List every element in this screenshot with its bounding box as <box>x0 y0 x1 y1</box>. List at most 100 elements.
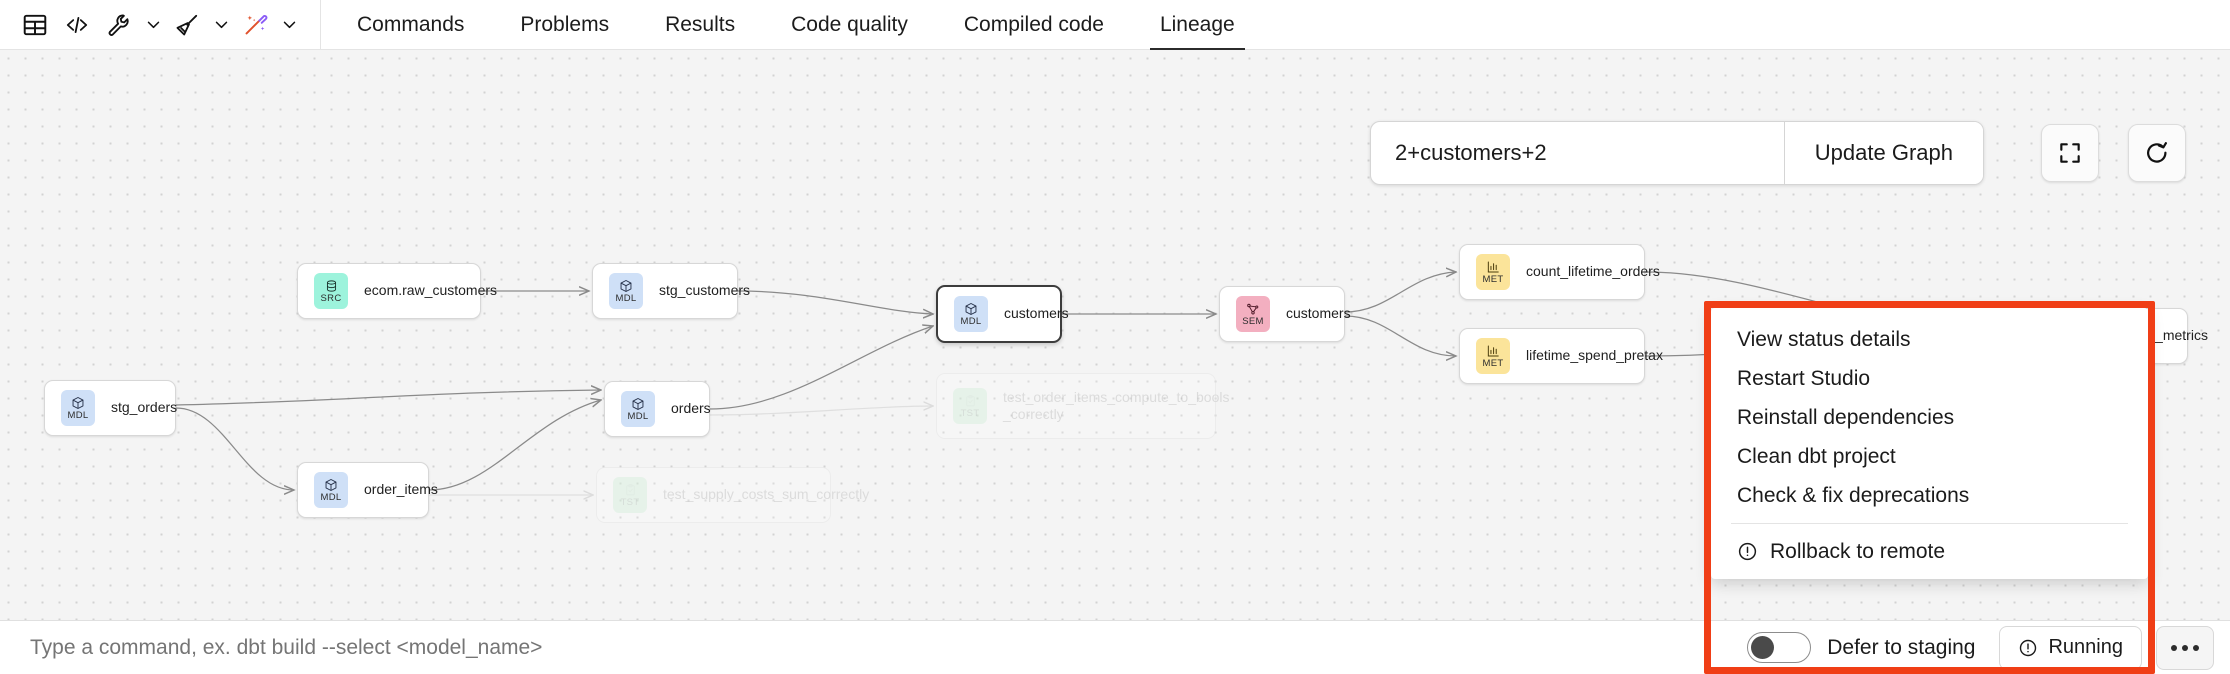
command-input[interactable] <box>0 635 1748 660</box>
tools-caret-button[interactable] <box>140 4 166 46</box>
node-label: ecom.raw_customers <box>364 282 498 299</box>
menu-item-label: Reinstall dependencies <box>1737 405 1955 429</box>
tab-commands[interactable]: Commands <box>329 0 492 50</box>
tab-problems[interactable]: Problems <box>492 0 637 50</box>
ai-assist-button[interactable] <box>234 4 276 46</box>
lineage-node-ecom-raw-customers[interactable]: SRC ecom.raw_customers <box>297 263 497 319</box>
tools-button[interactable] <box>98 4 140 46</box>
menu-item-check-fix-deprecations[interactable]: Check & fix deprecations <box>1711 476 2148 515</box>
badge-label: MET <box>1482 273 1504 285</box>
database-icon <box>325 279 338 293</box>
tab-lineage[interactable]: Lineage <box>1132 0 1263 50</box>
format-caret-button[interactable] <box>208 4 234 46</box>
menu-item-label: Check & fix deprecations <box>1737 483 1970 507</box>
clipboard-check-icon <box>964 394 977 408</box>
node-label: orders <box>671 400 711 417</box>
lineage-search-bar: Update Graph <box>1370 121 1984 185</box>
node-type-badge-met: MET <box>1476 254 1510 290</box>
menu-divider <box>1731 523 2128 524</box>
tab-results[interactable]: Results <box>637 0 763 50</box>
badge-label: MDL <box>67 409 89 421</box>
code-view-button[interactable] <box>56 4 98 46</box>
refresh-graph-button[interactable] <box>2128 124 2186 182</box>
lineage-node-customers-semantic[interactable]: SEM customers <box>1219 286 1351 342</box>
defer-label: Defer to staging <box>1827 635 1976 659</box>
node-type-badge-src: SRC <box>314 273 348 309</box>
more-options-button[interactable] <box>2156 625 2214 670</box>
badge-label: MDL <box>960 315 982 327</box>
cube-icon <box>619 279 633 293</box>
ellipsis-icon-dot <box>2171 644 2177 651</box>
node-label: test_order_items_compute_to_bools _corre… <box>1003 388 1230 423</box>
node-type-badge-mdl: MDL <box>314 472 348 508</box>
node-label: order_items <box>364 481 438 498</box>
menu-item-restart-studio[interactable]: Restart Studio <box>1711 359 2148 398</box>
badge-label: MDL <box>615 292 637 304</box>
menu-item-label: Rollback to remote <box>1770 539 1946 563</box>
badge-label: MDL <box>627 410 649 422</box>
broom-icon <box>176 14 198 35</box>
chevron-down-icon <box>215 21 227 29</box>
tab-compiled-code[interactable]: Compiled code <box>936 0 1132 50</box>
tab-label: Code quality <box>791 12 908 36</box>
menu-item-view-status-details[interactable]: View status details <box>1711 320 2148 359</box>
clipboard-check-icon <box>624 483 637 497</box>
lineage-search-input[interactable] <box>1371 122 1784 184</box>
tab-label: Commands <box>357 12 465 36</box>
lineage-node-count-lifetime-orders[interactable]: MET count_lifetime_orders <box>1459 244 1660 300</box>
lineage-node-customers-model[interactable]: MDL customers <box>936 285 1069 343</box>
lineage-node-test-order-items-compute-to-bools-correctly[interactable]: TST test_order_items_compute_to_bools _c… <box>936 373 1229 439</box>
node-label: stg_customers <box>659 282 751 299</box>
menu-item-label: Clean dbt project <box>1737 444 1896 468</box>
node-label: customers <box>1286 305 1351 322</box>
cube-icon <box>964 302 978 316</box>
ellipsis-icon-dot <box>2193 644 2199 651</box>
table-view-button[interactable] <box>14 4 56 46</box>
menu-item-rollback-to-remote[interactable]: Rollback to remote <box>1711 532 2148 571</box>
lineage-node-stg-customers[interactable]: MDL stg_customers <box>592 263 750 319</box>
lineage-node-orders[interactable]: MDL orders <box>604 381 711 437</box>
chevron-down-icon <box>147 21 159 29</box>
tab-label: Results <box>665 12 736 36</box>
status-button[interactable]: Running <box>1999 625 2142 670</box>
ai-assist-caret-button[interactable] <box>276 4 302 46</box>
refresh-icon <box>2147 142 2167 163</box>
menu-item-reinstall-dependencies[interactable]: Reinstall dependencies <box>1711 398 2148 437</box>
menu-item-clean-dbt-project[interactable]: Clean dbt project <box>1711 437 2148 476</box>
node-type-badge-tst: TST <box>613 477 647 513</box>
toolbar-divider <box>320 0 321 50</box>
lineage-node-test-supply-costs-sum-correctly[interactable]: TST test_supply_costs_sum_correctly <box>596 467 869 523</box>
tab-label: Problems <box>520 12 610 36</box>
fit-view-button[interactable] <box>2041 124 2099 182</box>
top-toolbar: Commands Problems Results Code quality C… <box>0 0 2230 50</box>
cube-icon <box>324 478 338 492</box>
node-type-badge-tst: TST <box>953 388 987 424</box>
panel-tabs: Commands Problems Results Code quality C… <box>329 0 1263 50</box>
node-label: stg_orders <box>111 399 178 416</box>
ellipsis-icon-dot <box>2182 644 2188 651</box>
format-button[interactable] <box>166 4 208 46</box>
toggle-knob <box>1751 636 1775 659</box>
code-icon <box>66 16 88 33</box>
defer-group: Defer to staging <box>1747 632 1999 663</box>
defer-toggle[interactable] <box>1747 632 1812 663</box>
node-type-badge-mdl: MDL <box>621 391 655 427</box>
badge-label: SEM <box>1242 315 1264 327</box>
node-label: test_supply_costs_sum_correctly <box>663 486 870 503</box>
node-label: lifetime_spend_pretax <box>1526 347 1663 364</box>
cube-icon <box>71 396 85 410</box>
update-graph-button[interactable]: Update Graph <box>1783 122 1983 184</box>
badge-label: SRC <box>320 292 342 304</box>
bar-chart-icon <box>1486 260 1500 274</box>
tab-code-quality[interactable]: Code quality <box>763 0 936 50</box>
lineage-node-lifetime-spend-pretax[interactable]: MET lifetime_spend_pretax <box>1459 328 1663 384</box>
cube-icon <box>631 397 645 411</box>
node-type-badge-sem: SEM <box>1236 296 1270 332</box>
lineage-node-stg-orders[interactable]: MDL stg_orders <box>44 380 178 436</box>
table-icon <box>23 14 47 35</box>
node-type-badge-mdl: MDL <box>61 390 95 426</box>
lineage-node-order-items[interactable]: MDL order_items <box>297 462 438 518</box>
node-label: customers <box>1004 305 1069 322</box>
tab-label: Compiled code <box>963 12 1104 36</box>
